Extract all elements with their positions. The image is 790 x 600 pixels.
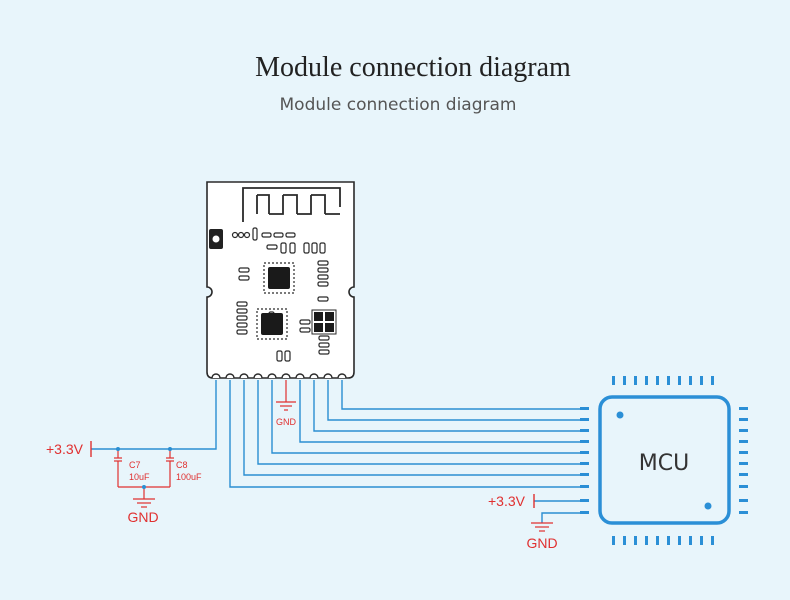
mcu-orientation-marker (704, 502, 712, 510)
c7-value: 10uF (129, 472, 150, 482)
mcu-body (598, 395, 731, 525)
mcu-power: +3.3V GND (488, 493, 558, 551)
signal-wires (91, 380, 580, 523)
mcu-pins-top (612, 376, 714, 385)
main-chip (263, 262, 295, 294)
mcu-chip: MCU (580, 376, 748, 545)
crystal-oscillator (311, 309, 337, 335)
wire-pin-8 (313, 380, 580, 432)
mcu-pins-left (580, 407, 589, 514)
mcu-pins-bottom (612, 536, 714, 545)
c8-value: 100uF (176, 472, 202, 482)
wire-pin-7 (299, 380, 580, 443)
wire-pin-2 (229, 380, 580, 488)
left-gnd-label: GND (127, 509, 158, 525)
wire-pin-4 (257, 380, 580, 465)
wire-pin-9 (327, 380, 580, 421)
left-power-circuit: +3.3V C7 10uF C8 100uF GND (46, 441, 202, 525)
passive-components-top (231, 227, 330, 362)
wifi-module (206, 181, 355, 379)
wire-pin-3 (243, 380, 580, 476)
wire-pin-10 (341, 380, 580, 410)
mcu-gnd-label: GND (526, 535, 557, 551)
module-gnd-label: GND (276, 417, 297, 427)
page-subtitle: Module connection diagram (279, 95, 517, 115)
mcu-pin1-marker (616, 411, 624, 419)
pcb-antenna (242, 187, 341, 222)
flash-chip (256, 308, 288, 340)
mcu-pins-right (739, 407, 748, 514)
module-pins (211, 373, 347, 379)
left-supply-label: +3.3V (46, 441, 84, 457)
mcu-label: MCU (639, 451, 689, 476)
wire-mcu-gnd (541, 512, 580, 523)
page-title: Module connection diagram (255, 52, 571, 83)
wire-pin-5 (271, 380, 580, 454)
c7-name: C7 (129, 460, 141, 470)
c8-name: C8 (176, 460, 188, 470)
module-gnd-symbol (276, 380, 296, 411)
mcu-supply-label: +3.3V (488, 493, 526, 509)
wire-pin-1 (91, 380, 217, 450)
